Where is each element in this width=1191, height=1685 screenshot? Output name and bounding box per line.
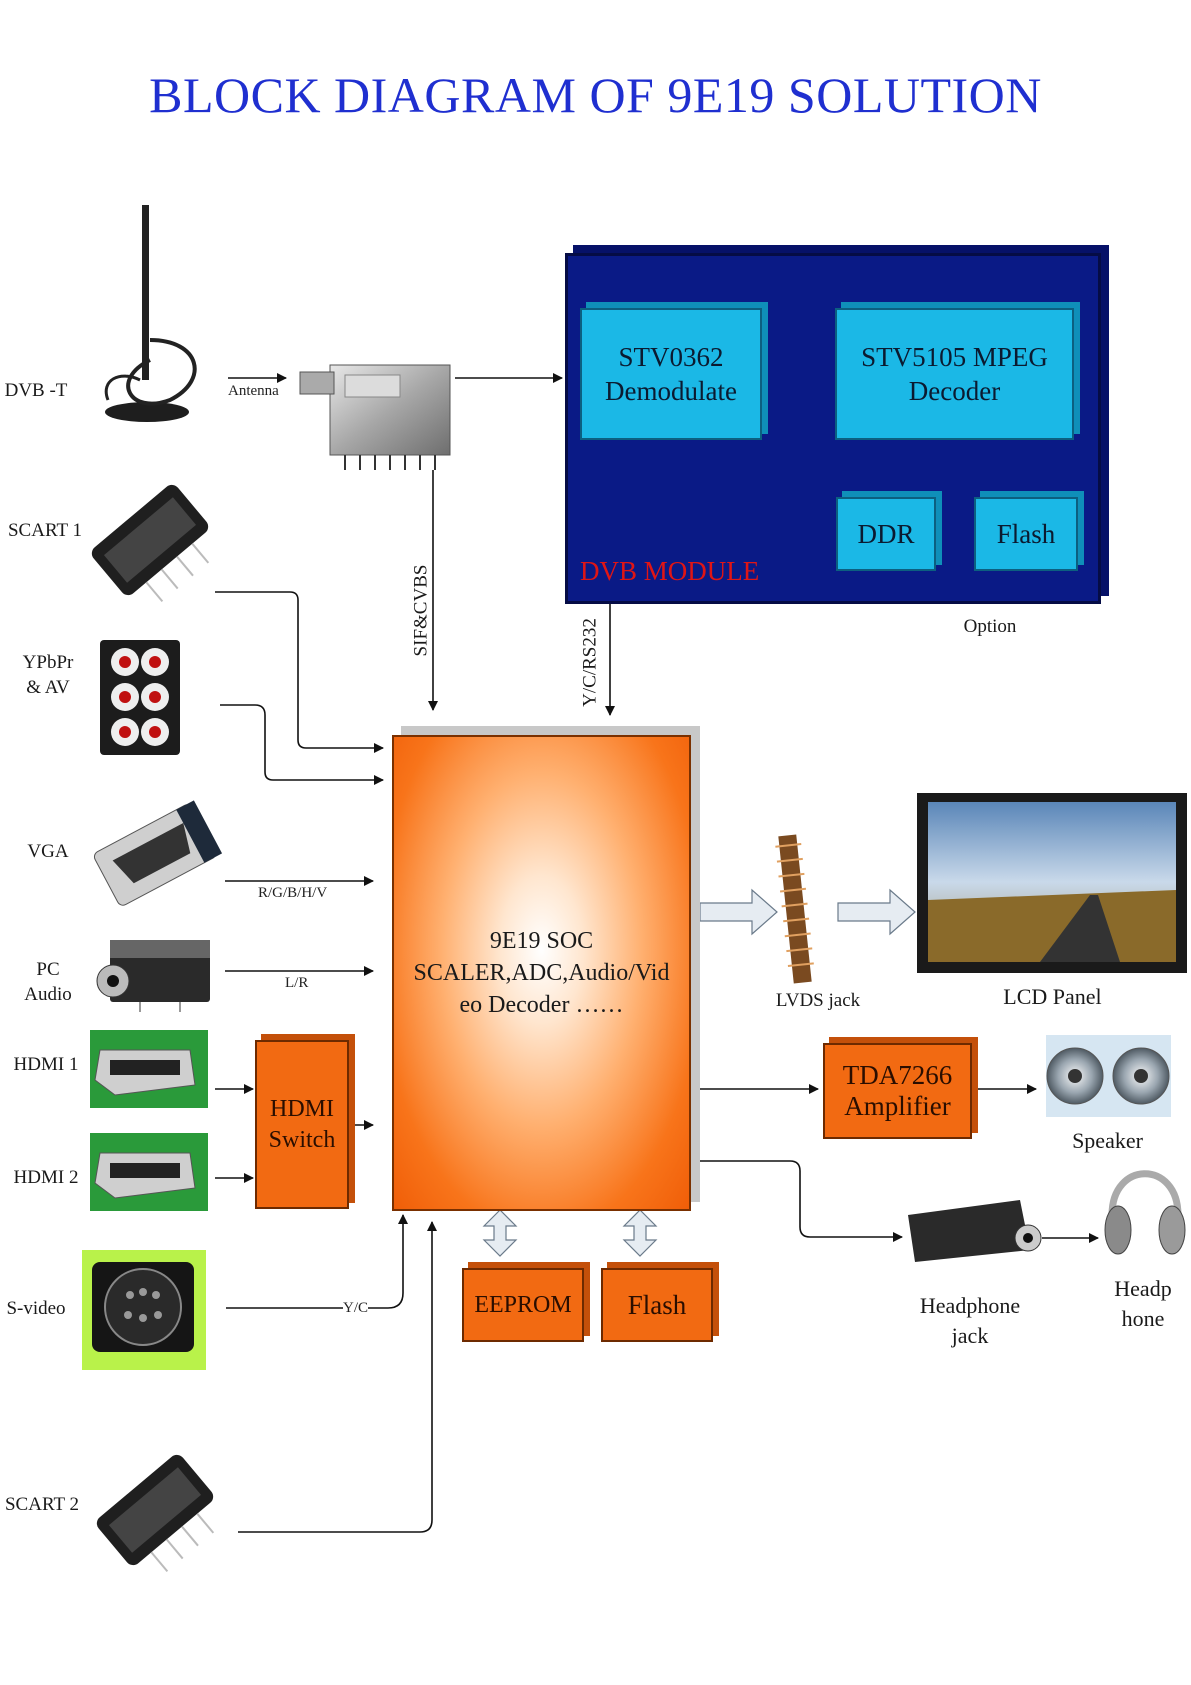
demodulator-line2: Demodulate	[605, 376, 737, 406]
lvds-jack-illustration	[775, 834, 814, 984]
tuner-illustration	[299, 364, 451, 470]
dvb-module-label: DVB MODULE	[580, 556, 760, 586]
lr-signal-label: L/R	[285, 975, 309, 991]
lcd-panel-label: LCD Panel	[1003, 984, 1102, 1009]
pc-audio-label-line2: Audio	[24, 984, 72, 1005]
hdmi2-label: HDMI 2	[13, 1167, 79, 1188]
hdmi-switch-line2: Switch	[268, 1126, 336, 1153]
dvbt-label: DVB -T	[4, 380, 68, 401]
scart2-illustration	[96, 1454, 215, 1573]
option-label: Option	[963, 616, 1017, 637]
headphone-illustration	[1104, 1170, 1186, 1255]
yc-signal-label: Y/C	[343, 1300, 369, 1317]
antenna-illustration	[104, 205, 197, 422]
ypbpr-av-illustration	[100, 640, 180, 755]
yc-rs232-signal-label: Y/C/RS232	[579, 618, 601, 707]
dvb-flash-chip: Flash	[974, 497, 1078, 571]
mpeg-decoder-line2: Decoder	[908, 376, 1001, 406]
lvds-jack-label: LVDS jack	[775, 990, 861, 1011]
amplifier-chip: TDA7266 Amplifier	[823, 1043, 972, 1139]
soc-line2: SCALER,ADC,Audio/Vid	[413, 960, 670, 986]
pc-audio-label-line1: PC	[36, 959, 60, 980]
headphone-jack-label-line1: Headphone	[919, 1293, 1021, 1318]
mpeg-decoder-line1: STV5105 MPEG	[861, 342, 1048, 372]
soc-line3: eo Decoder ……	[459, 992, 624, 1018]
headphone-jack-illustration	[908, 1200, 1042, 1262]
amplifier-line1: TDA7266	[842, 1060, 953, 1090]
soc-line1: 9E19 SOC	[489, 928, 594, 954]
svideo-illustration	[82, 1250, 206, 1370]
hdmi2-illustration	[90, 1133, 208, 1211]
flash-chip: Flash	[601, 1268, 713, 1342]
antenna-signal-label: Antenna	[228, 383, 279, 399]
speaker-label: Speaker	[1072, 1128, 1143, 1153]
hdmi-switch-chip: HDMI Switch	[255, 1040, 349, 1209]
sif-cvbs-signal-label: SIF&CVBS	[410, 564, 432, 657]
ypbpr-label-line1: YPbPr	[22, 652, 74, 673]
scart1-illustration	[91, 484, 210, 603]
hdmi-switch-line1: HDMI	[270, 1095, 334, 1122]
soc-chip: 9E19 SOC SCALER,ADC,Audio/Vid eo Decoder…	[392, 735, 691, 1211]
headphone-jack-label-line2: jack	[951, 1323, 989, 1348]
lcd-panel-illustration	[917, 793, 1187, 973]
ddr-chip: DDR	[836, 497, 936, 571]
pc-audio-illustration	[96, 940, 210, 1012]
ypbpr-label-line2: & AV	[26, 677, 70, 698]
scart2-label: SCART 2	[4, 1494, 79, 1515]
eeprom-chip: EEPROM	[462, 1268, 584, 1342]
hdmi1-label: HDMI 1	[13, 1054, 79, 1075]
hdmi1-illustration	[90, 1030, 208, 1108]
demodulator-line1: STV0362	[618, 342, 724, 372]
rgbhv-signal-label: R/G/B/H/V	[258, 885, 328, 901]
scart1-label: SCART 1	[7, 520, 82, 541]
svideo-label: S-video	[6, 1298, 66, 1319]
page-title: BLOCK DIAGRAM OF 9E19 SOLUTION	[149, 67, 1042, 123]
vga-illustration	[93, 800, 223, 906]
headphone-label-line1: Headp	[1114, 1276, 1172, 1301]
amplifier-line2: Amplifier	[844, 1091, 951, 1121]
mpeg-decoder-chip: STV5105 MPEG Decoder	[835, 308, 1074, 440]
demodulator-chip: STV0362 Demodulate	[580, 308, 762, 440]
vga-label: VGA	[27, 841, 69, 862]
headphone-label-line2: hone	[1121, 1306, 1165, 1331]
speaker-illustration	[1046, 1035, 1171, 1117]
